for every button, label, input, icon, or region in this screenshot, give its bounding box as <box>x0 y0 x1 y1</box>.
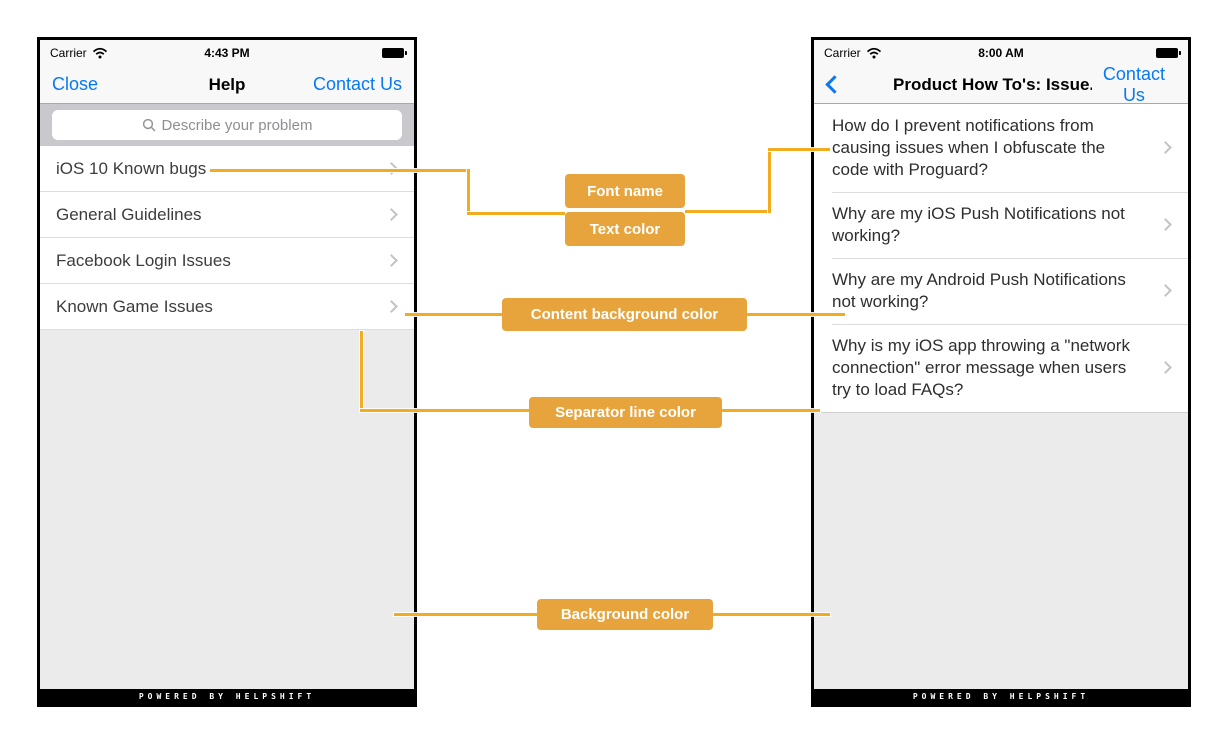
content-bg-connector-line <box>405 313 502 316</box>
nav-title: Product How To's: Issue... <box>893 74 1092 94</box>
chevron-right-icon <box>1159 218 1172 231</box>
chevron-right-icon <box>1159 141 1172 154</box>
list-item-label: Facebook Login Issues <box>56 250 231 270</box>
chevron-right-icon <box>1159 361 1172 374</box>
nav-bar: Help Close Contact Us <box>40 66 414 104</box>
faq-list: How do I prevent notifications from caus… <box>814 104 1188 413</box>
faq-item-android-push[interactable]: Why are my Android Push Notifications no… <box>814 258 1188 324</box>
chevron-right-icon <box>385 299 398 313</box>
font-connector-line <box>768 148 830 151</box>
battery-icon <box>382 48 407 58</box>
status-bar: Carrier 4:43 PM <box>40 40 414 66</box>
background-color-badge: Background color <box>537 599 713 630</box>
list-item-label: Known Game Issues <box>56 296 213 316</box>
carrier-label: Carrier <box>824 46 882 60</box>
font-connector-line <box>685 210 771 213</box>
separator-connector-line <box>360 331 363 412</box>
chevron-right-icon <box>385 207 398 221</box>
nav-bar: Product How To's: Issue... Contact Us <box>814 64 1188 106</box>
carrier-label: Carrier <box>50 46 108 60</box>
status-time: 8:00 AM <box>978 46 1024 60</box>
screen-background <box>40 330 414 689</box>
faq-item-label: Why is my iOS app throwing a "network co… <box>832 336 1130 399</box>
content-bg-connector-line <box>747 313 845 316</box>
close-button[interactable]: Close <box>52 74 99 94</box>
content-background-color-badge: Content background color <box>502 298 747 331</box>
faq-item-ios-push[interactable]: Why are my iOS Push Notifications not wo… <box>814 192 1188 258</box>
chevron-right-icon <box>385 253 398 267</box>
chevron-right-icon <box>385 161 398 175</box>
list-item-general-guidelines[interactable]: General Guidelines <box>40 192 414 238</box>
screen-background <box>814 413 1188 689</box>
wifi-icon <box>92 47 107 59</box>
faq-item-proguard[interactable]: How do I prevent notifications from caus… <box>814 104 1188 192</box>
back-chevron-icon[interactable] <box>825 75 844 94</box>
separator-connector-line <box>360 409 529 412</box>
font-connector-line <box>210 169 470 172</box>
background-connector-line <box>394 613 537 616</box>
font-name-badge: Font name <box>565 174 685 208</box>
faq-item-network-connection[interactable]: Why is my iOS app throwing a "network co… <box>814 324 1188 412</box>
search-input[interactable]: Describe your problem <box>52 110 402 140</box>
status-bar: Carrier 8:00 AM <box>814 40 1188 66</box>
status-time: 4:43 PM <box>204 46 250 60</box>
battery-icon <box>1156 48 1181 58</box>
chevron-right-icon <box>1159 284 1172 297</box>
faq-item-label: Why are my Android Push Notifications no… <box>832 270 1126 311</box>
list-item-facebook-login-issues[interactable]: Facebook Login Issues <box>40 238 414 284</box>
faq-section-phone: Carrier 8:00 AM Product How To's: Issue.… <box>811 37 1191 707</box>
search-bar-section: Describe your problem <box>40 104 414 146</box>
separator-connector-line <box>722 409 820 412</box>
font-connector-line <box>467 212 565 215</box>
wifi-icon <box>866 47 881 59</box>
powered-by-label: POWERED BY HELPSHIFT <box>138 692 316 701</box>
powered-by-label: POWERED BY HELPSHIFT <box>912 692 1090 701</box>
font-connector-line <box>768 148 771 213</box>
help-screen-phone: Carrier 4:43 PM Help Close Contact Us <box>37 37 417 707</box>
text-color-badge: Text color <box>565 212 685 246</box>
carrier-text: Carrier <box>824 46 861 60</box>
separator-line-color-badge: Separator line color <box>529 397 722 428</box>
contact-us-button[interactable]: Contact Us <box>312 74 402 94</box>
powered-by-footer: POWERED BY HELPSHIFT <box>40 689 414 704</box>
carrier-text: Carrier <box>50 46 87 60</box>
font-connector-line <box>467 169 470 215</box>
list-item-label: General Guidelines <box>56 204 202 224</box>
contact-us-button[interactable]: Contact Us <box>1092 64 1176 106</box>
background-connector-line <box>713 613 830 616</box>
search-icon <box>142 118 156 132</box>
faq-item-label: Why are my iOS Push Notifications not wo… <box>832 204 1125 245</box>
search-placeholder: Describe your problem <box>161 116 313 134</box>
powered-by-footer: POWERED BY HELPSHIFT <box>814 689 1188 704</box>
list-item-known-game-issues[interactable]: Known Game Issues <box>40 284 414 330</box>
list-item-label: iOS 10 Known bugs <box>56 158 207 178</box>
faq-item-label: How do I prevent notifications from caus… <box>832 116 1106 179</box>
